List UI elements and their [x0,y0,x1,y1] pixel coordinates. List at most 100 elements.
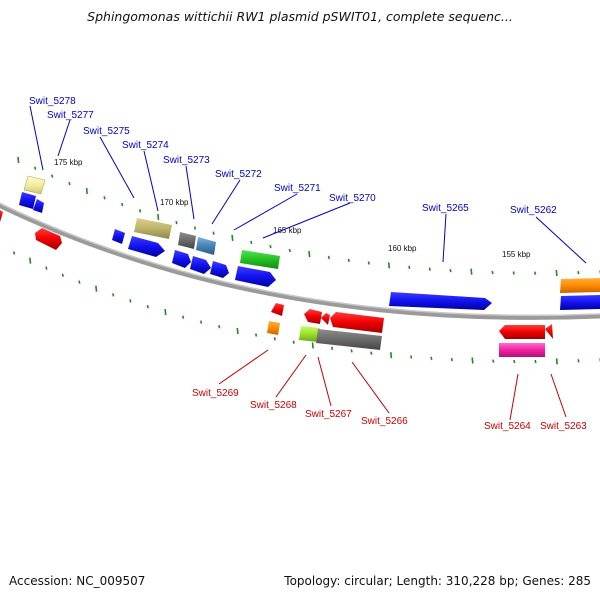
gene-swit-5277-a[interactable] [19,192,36,209]
gene-label-swit-5270[interactable]: Swit_5270 [329,193,376,204]
gene-swit-5268-b[interactable] [321,313,330,325]
forward-strand-genes [19,175,600,310]
gene-swit-5269[interactable] [267,321,280,335]
gene-swit-5272b[interactable] [196,237,216,255]
gc-mark-upper [121,202,124,207]
gene-swit-5268[interactable] [299,326,320,342]
gc-mark-upper [512,271,515,275]
gene-swit-5271[interactable] [235,266,276,287]
gene-swit-5264[interactable] [499,343,545,357]
gc-mark-lower [164,309,167,316]
gene-label-swit-5268[interactable]: Swit_5268 [250,400,297,411]
gene-swit-5271b[interactable] [172,250,191,268]
gene-swit-5278[interactable] [23,175,46,195]
gene-label-swit-5274[interactable]: Swit_5274 [122,140,169,151]
gene-swit-5263-a[interactable] [545,324,553,339]
gc-mark-lower [370,351,373,355]
gc-mark-lower [471,357,474,364]
gc-mark-upper [34,166,37,170]
gc-mark-lower [255,333,258,337]
gene-swit-5277-b[interactable] [33,199,44,213]
gc-mark-upper [577,271,580,275]
gc-mark-upper [449,268,452,273]
gc-mark-upper [175,220,178,225]
gene-label-swit-5273[interactable]: Swit_5273 [163,155,210,166]
gc-mark-lower [45,266,48,270]
gene-label-swit-5278[interactable]: Swit_5278 [29,96,76,107]
gene-label-swit-5272[interactable]: Swit_5272 [215,169,262,180]
gene-swit-5262-a[interactable] [560,278,600,293]
gene-swit-5262-b[interactable] [560,295,600,310]
gc-mark-lower [534,359,537,364]
gc-mark-upper [17,156,20,164]
gc-mark-upper [555,270,558,277]
gene-label-swit-5264[interactable]: Swit_5264 [484,421,531,432]
label-leaders-top [29,105,587,264]
gene-swit-5265[interactable] [389,292,492,310]
gc-mark-lower [95,285,98,292]
gene-swit-5273[interactable] [178,232,196,249]
gc-mark-upper [288,248,291,253]
gc-mark-upper [470,268,473,275]
gc-mark-upper [157,213,160,220]
gc-mark-lower [292,340,295,344]
gene-label-swit-5262[interactable]: Swit_5262 [510,205,557,216]
gene-label-swit-5267[interactable]: Swit_5267 [305,409,352,420]
gene-label-swit-5269[interactable]: Swit_5269 [192,388,239,399]
gc-mark-lower [182,315,185,319]
gene-swit-5268-a[interactable] [304,309,322,324]
gc-mark-lower [29,257,32,264]
gc-mark-upper [193,226,197,230]
gene-swit-5275[interactable] [128,236,165,257]
tick-label-160kbp: 160 kbp [388,244,417,253]
tick-label-175kbp: 175 kbp [54,158,83,167]
gene-edge-red[interactable] [0,210,3,222]
gene-swit-5271d[interactable] [210,261,229,278]
gc-mark-lower [331,346,334,350]
gc-mark-upper [85,187,88,194]
gc-mark-lower [112,293,115,297]
gene-swit-5279[interactable] [35,228,62,250]
gene-label-swit-5277[interactable]: Swit_5277 [47,110,94,121]
gene-swit-5274[interactable] [134,218,172,239]
gene-swit-5269-a[interactable] [271,303,284,316]
gene-label-swit-5271[interactable]: Swit_5271 [274,183,321,194]
gc-mark-lower [200,320,203,324]
gc-mark-upper [534,271,537,275]
gc-mark-upper [231,234,234,241]
gc-mark-upper [269,244,272,249]
gene-swit-5266-a[interactable] [330,312,384,333]
gc-mark-lower [273,337,276,341]
reverse-strand-genes [0,210,553,357]
tick-label-170kbp: 170 kbp [160,198,189,207]
gc-mark-lower [236,327,239,335]
gc-mark-lower [450,357,453,362]
gc-mark-upper [103,196,106,200]
gene-label-swit-5263[interactable]: Swit_5263 [540,421,587,432]
label-leaders-bottom [218,349,567,421]
gene-label-swit-5266[interactable]: Swit_5266 [361,416,408,427]
gc-mark-upper [408,265,411,270]
gc-mark-upper [347,258,350,262]
gc-mark-lower [410,355,413,359]
gene-label-swit-5275[interactable]: Swit_5275 [83,126,130,137]
gc-mark-upper [327,255,330,260]
gene-swit-5271c[interactable] [190,256,211,274]
gc-mark-upper [387,262,391,269]
gene-swit-5264-a[interactable] [499,325,545,339]
gene-swit-5276[interactable] [112,229,125,244]
gene-label-swit-5265[interactable]: Swit_5265 [422,203,469,214]
gc-mark-upper [212,231,215,235]
gc-mark-lower [13,251,16,255]
gc-mark-lower [78,280,81,284]
gc-mark-upper [308,251,311,258]
plasmid-backbone [0,202,600,320]
tick-label-165kbp: 165 kbp [273,226,302,235]
gc-mark-upper [491,270,494,275]
gene-swit-5272[interactable] [240,250,280,269]
map-title: Sphingomonas wittichii RW1 plasmid pSWIT… [87,9,513,24]
plasmid-backbone-highlight [0,202,600,317]
gene-swit-5266[interactable] [316,329,382,350]
gc-content-marks [13,156,600,365]
